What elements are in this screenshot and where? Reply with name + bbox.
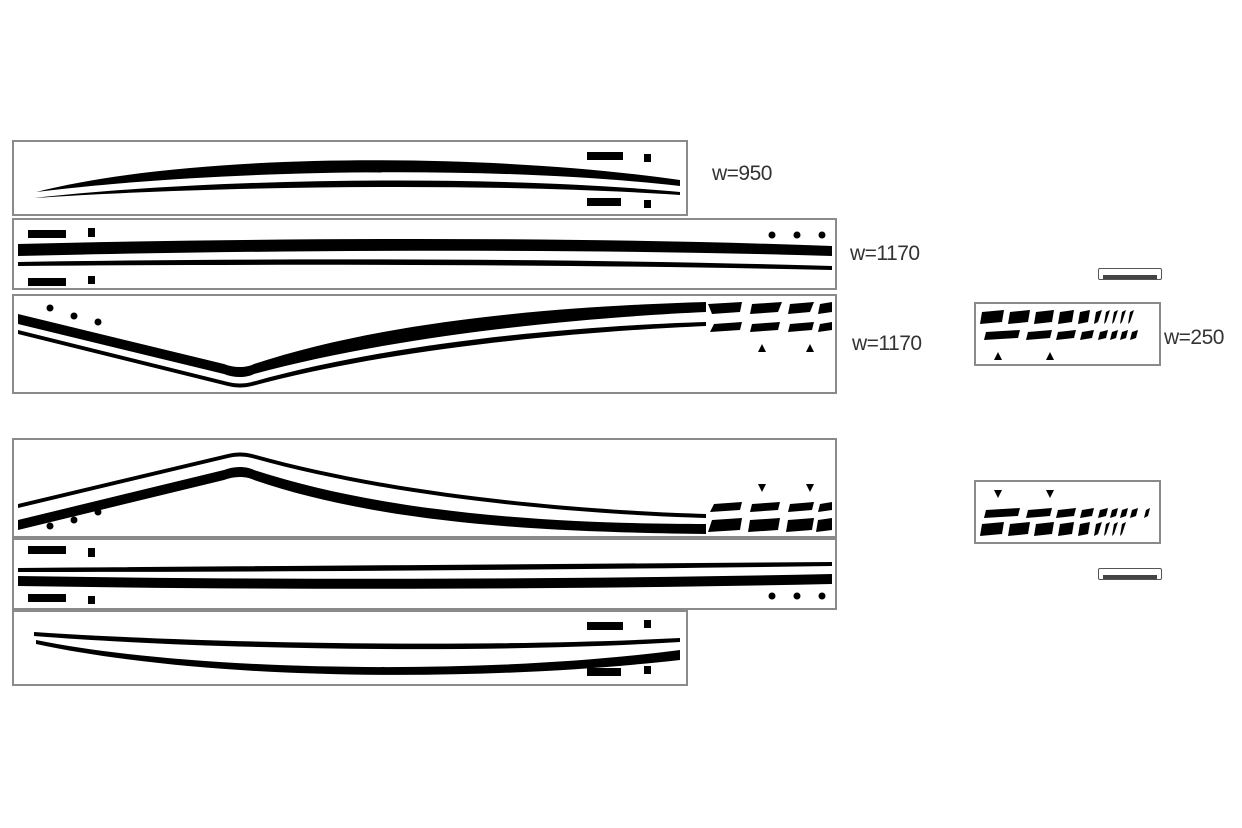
small-decal-graphic-bottom bbox=[980, 490, 1150, 536]
width-label-250: w=250 bbox=[1164, 326, 1224, 349]
width-label-1170-a: w=1170 bbox=[850, 242, 920, 265]
stripe-panel-w1170-peak-bottom bbox=[12, 438, 837, 538]
small-decal-graphic bbox=[980, 310, 1138, 360]
width-label-1170-b: w=1170 bbox=[852, 332, 922, 355]
small-tag-bottom bbox=[1098, 568, 1162, 580]
stripe-panel-w1170-straight-top bbox=[12, 218, 837, 290]
stripe-panel-w1170-vee-top bbox=[12, 294, 837, 394]
straight-stripe-graphic-bottom bbox=[18, 546, 832, 604]
swoosh-stripe-graphic-bottom bbox=[34, 620, 680, 676]
tag-pattern-graphic bbox=[1103, 275, 1157, 279]
peak-stripe-graphic bbox=[18, 452, 832, 534]
vee-stripe-graphic bbox=[18, 302, 832, 388]
small-decal-panel-bottom bbox=[974, 480, 1161, 544]
width-label-950: w=950 bbox=[712, 162, 772, 185]
straight-stripe-graphic bbox=[18, 228, 832, 286]
tag-pattern-graphic-bottom bbox=[1103, 575, 1157, 579]
swoosh-stripe-graphic bbox=[34, 152, 680, 208]
stripe-panel-w1170-straight-bottom bbox=[12, 538, 837, 610]
small-decal-panel-top bbox=[974, 302, 1161, 366]
small-tag-top bbox=[1098, 268, 1162, 280]
stripe-panel-w950-top bbox=[12, 140, 688, 216]
stripe-panel-w950-bottom bbox=[12, 610, 688, 686]
